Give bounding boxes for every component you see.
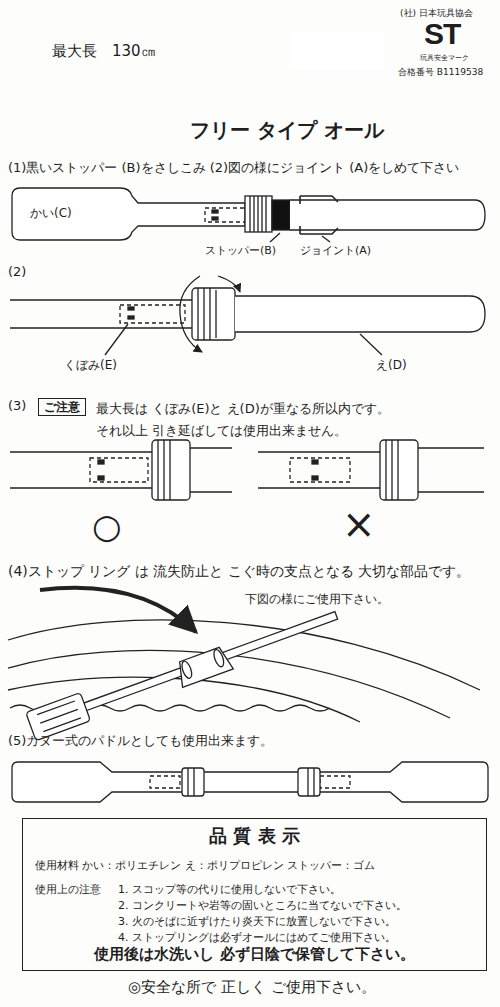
logo-mark: ST	[424, 16, 460, 52]
box-text: 3. 火のそばに近ずけたり炎天下に放置しないで下さい。	[118, 915, 396, 928]
caution-box: ご注意	[38, 398, 86, 416]
approval-number: 合格番号 B1119538	[398, 67, 483, 78]
joint-detail	[10, 276, 485, 355]
part-name: かい(C)	[30, 206, 72, 220]
note-text: 下図の様にご使用下さい。	[245, 592, 389, 606]
step-text: (1)黒いストッパー (B)をさしこみ (2)図の様にジョイント (A)をしめて…	[8, 160, 459, 176]
overlap-examples	[10, 440, 484, 500]
box-text: 4. ストップリングは必ずオールにはめてご使用下さい。	[118, 931, 396, 944]
canoe-paddle	[12, 762, 488, 802]
box-text: 1. スコップ等の代りに使用しないで下さい。	[118, 883, 341, 896]
box-text: 使用後は水洗いし 必ず日陰で保管して下さい。	[23, 945, 486, 963]
box-text: 使用上の注意	[35, 883, 101, 896]
box-text: ご注意	[44, 400, 80, 414]
ng-mark: ×	[342, 500, 376, 548]
box-text: 品 質 表 示	[23, 825, 486, 847]
footer-note: ◎安全な所で 正しく ご使用下さい。	[128, 978, 376, 996]
blank-box	[290, 30, 385, 70]
step-number: (2)	[8, 264, 26, 280]
step-number: (3)	[8, 398, 26, 414]
oar-assembly	[12, 188, 485, 242]
part-name: え(D)	[376, 358, 407, 372]
ok-mark: ○	[92, 506, 122, 547]
part-name: くぼみ(E)	[64, 358, 117, 372]
step-text: (5)カヌー式のパドルとしても使用出来ます。	[8, 733, 273, 749]
box-text: 使用材料 かい：ポリエチレン え：ポリプロピレン ストッパー：ゴム	[35, 859, 376, 872]
boat-scene	[8, 588, 480, 741]
step-text: (4)ストップ リング は 流失防止と こぐ時の支点となる 大切な部品です。	[8, 563, 470, 580]
max-length: 最大長 130㎝	[52, 42, 156, 60]
box-text: 2. コンクリートや岩等の固いところに当てないで下さい。	[118, 899, 407, 912]
note-text: 最大長は くぼみ(E)と え(D)が重なる所以内です。 それ以上 引き延ばしては…	[96, 398, 406, 442]
quality-box: 品 質 表 示使用材料 かい：ポリエチレン え：ポリプロピレン ストッパー：ゴム…	[22, 818, 487, 971]
part-name: ジョイント(A)	[300, 244, 371, 257]
logo-caption: 玩具安全マーク	[420, 54, 469, 62]
part-name: ストッパー(B)	[205, 244, 276, 257]
sheet-title: フリー タイプ オール	[190, 118, 384, 142]
